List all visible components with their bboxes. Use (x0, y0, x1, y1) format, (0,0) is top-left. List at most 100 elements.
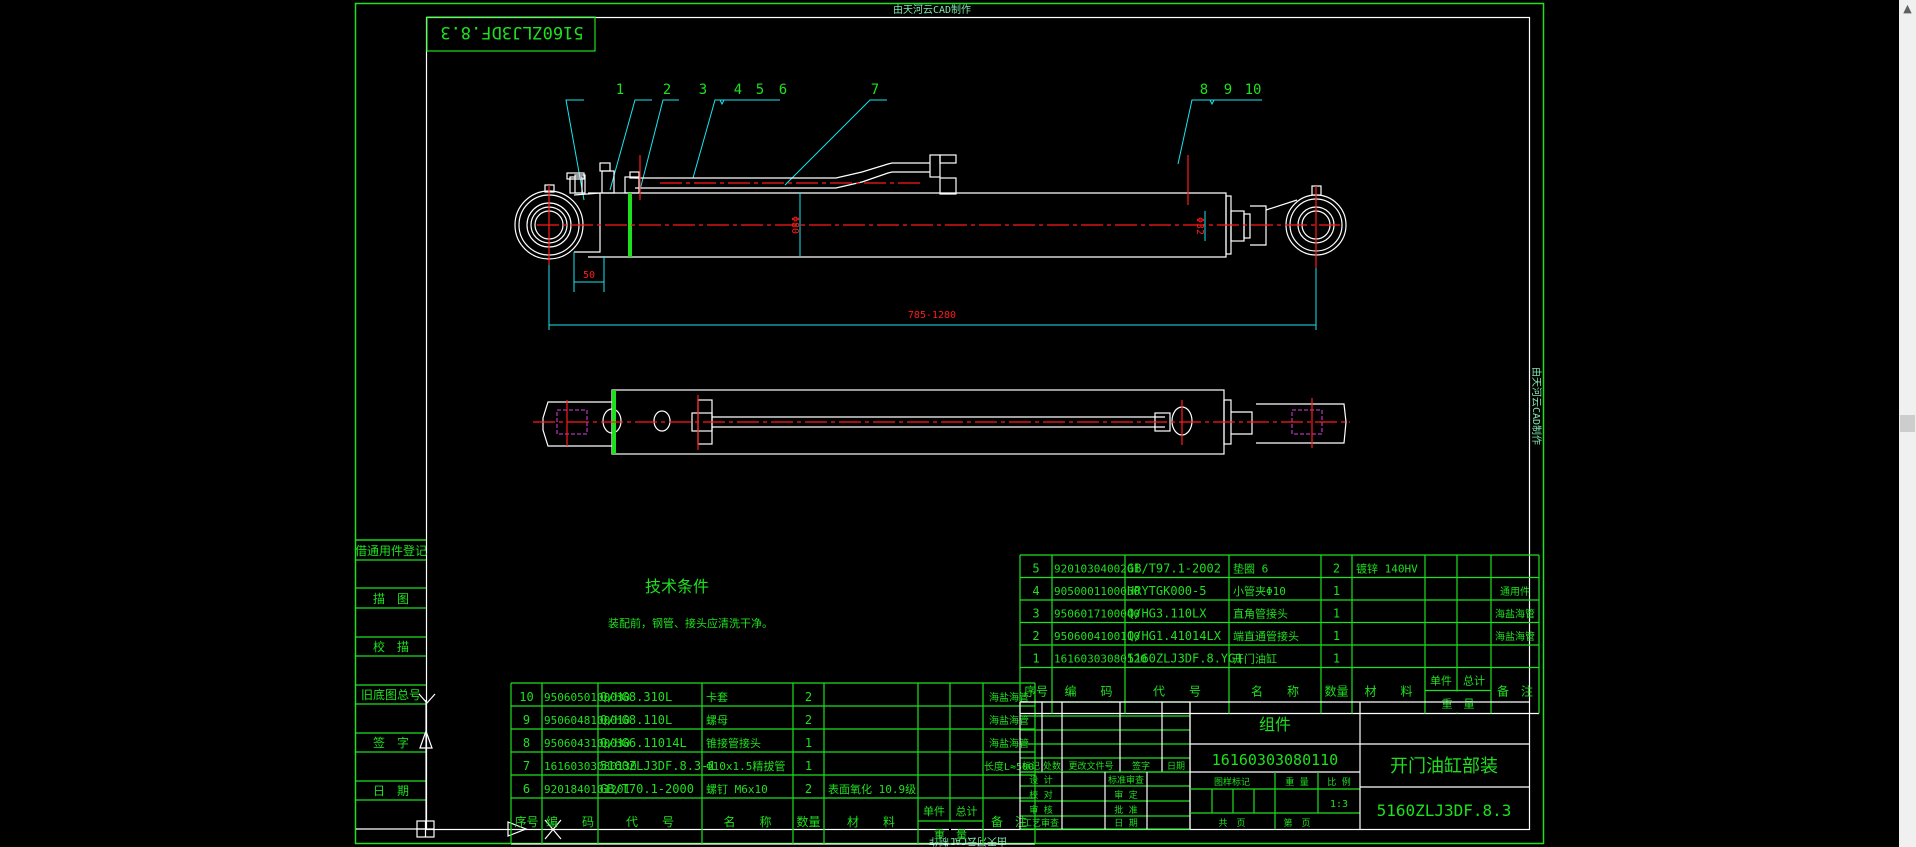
bom-code: 9506050100030 (544, 691, 630, 704)
sheets-total: 共 页 (1218, 818, 1245, 829)
bom-part-no: GB/T70.1-2000 (600, 782, 694, 796)
bom-header-total: 总计 (956, 804, 978, 818)
bom-qty: 2 (805, 713, 812, 727)
side-label-0: 借通用件登记 (355, 543, 427, 558)
bom-remark: 海盐海管 (989, 714, 1029, 727)
title-block: 标记处数更改文件号签字日期设 计标准审查校 对审 定审 核批 准工艺审查日 期组… (1019, 701, 1529, 830)
drawing-title: 开门油缸部装 (1390, 755, 1498, 777)
bom-name: 螺钉 M6x10 (706, 783, 768, 796)
bom-code: 9506017100040 (1054, 608, 1140, 621)
watermark-right: 由天河云CAD制作 (1530, 367, 1543, 445)
scale-value: 1:3 (1330, 799, 1348, 810)
bom-name: 锥接管接头 (706, 736, 761, 750)
side-label-4: 签 字 (373, 735, 409, 750)
callout-number: 3 (699, 82, 707, 98)
callout-number: 10 (1245, 82, 1262, 98)
bom-part-no: Q/HG6.11014L (600, 736, 687, 750)
bom-code: 9506004100110 (1054, 630, 1140, 643)
bom-header-part-no: 代 号 (1153, 685, 1201, 699)
top-view (533, 389, 1350, 455)
bom-material: 镀锌 140HV (1356, 562, 1418, 576)
bom-part-no: Q/HG8.310L (600, 690, 672, 704)
sign-label2-3: 日 期 (1114, 818, 1137, 829)
mirrored-number-box (426, 16, 596, 52)
assembly-code: 16160303080110 (1212, 751, 1338, 769)
bom-qty: 1 (1333, 652, 1340, 666)
bom-name: 开门油缸 (1233, 652, 1277, 666)
bom-name: 直角管接头 (1233, 607, 1288, 621)
tech-requirements-text: 装配前，钢管、接头应清洗干净。 (608, 616, 773, 630)
bom-header-name: 名 称 (723, 814, 771, 829)
sign-label2-0: 标准审查 (1108, 774, 1144, 786)
bom-code: 9201840101201 (544, 783, 630, 796)
dim-bore: Φ80 (789, 216, 800, 234)
bom-header-weight: 重 量 (1442, 697, 1475, 711)
bom-name: 端直通管接头 (1233, 629, 1299, 643)
tech-requirements-title: 技术条件 (645, 577, 709, 596)
sign-label-1: 校 对 (1029, 789, 1052, 801)
bom-code: 9506043100030 (544, 737, 630, 750)
callout-number: 5 (756, 82, 764, 98)
bom-qty: 1 (1333, 607, 1340, 621)
scale-label: 比 例 (1327, 776, 1350, 788)
bom-code: 9201030400201 (1054, 563, 1140, 576)
scroll-thumb[interactable] (1900, 415, 1915, 432)
bom-part-no: Q/HG8.110L (600, 713, 672, 727)
bom-part-no: Q/HG1.41014LX (1127, 629, 1222, 643)
bom-qty: 1 (1333, 629, 1340, 643)
assembly-type: 组件 (1259, 715, 1291, 734)
side-label-5: 日 期 (373, 784, 409, 798)
side-label-2: 校 描 (373, 639, 409, 654)
watermark-top: 由天河云CAD制作 (893, 3, 971, 16)
bom-seq: 9 (523, 713, 530, 727)
bom-header-part-no: 代 号 (626, 815, 674, 829)
callout-number: 4 (734, 82, 742, 98)
bom-seq: 1 (1032, 652, 1039, 666)
bom-qty: 2 (805, 782, 812, 796)
bom-code: 9050001100050 (1054, 585, 1140, 598)
sign-label2-1: 审 定 (1114, 789, 1137, 801)
bom-code: 9506048100010 (544, 714, 630, 727)
bom-seq: 8 (523, 736, 530, 750)
mirrored-drawing-number: 5160ZLJ3DF.8.3 (440, 22, 583, 42)
weight-label: 重 量 (1285, 776, 1308, 788)
rev-header-1: 处数 (1043, 760, 1061, 772)
bom-remark: 海盐海管 (989, 737, 1029, 750)
sign-label-3: 工艺审查 (1023, 817, 1059, 829)
bom-header-code: 编 码 (1064, 684, 1112, 699)
bom-header-weight: 重 量 (934, 827, 967, 841)
bom-name: Φ10x1.5精拔管 (706, 759, 785, 773)
bom-remark: 通用件 (1500, 586, 1530, 598)
vertical-scrollbar[interactable]: ▲ (1899, 0, 1916, 847)
callout-number: 7 (871, 82, 879, 98)
bom-remark: 长度L≈500 (984, 760, 1034, 773)
bom-name: 卡套 (706, 691, 728, 704)
bom-seq: 7 (523, 759, 530, 773)
bom-seq: 10 (519, 690, 533, 704)
side-label-1: 描 图 (373, 592, 409, 606)
dim-rod: Φ32 (1194, 217, 1205, 235)
drawing-number: 5160ZLJ3DF.8.3 (1377, 801, 1512, 820)
bom-qty: 1 (805, 759, 812, 773)
bom-code: 16160303080120 (1054, 653, 1147, 666)
bom-qty: 2 (805, 690, 812, 704)
bom-part-no: HRYTGK000-5 (1127, 584, 1206, 598)
bom-seq: 5 (1032, 562, 1039, 576)
stage-label: 图样标记 (1214, 776, 1250, 788)
bom-name: 小管夹Φ10 (1233, 584, 1286, 598)
bom-name: 垫圈 6 (1233, 562, 1268, 576)
scroll-up-icon[interactable]: ▲ (1903, 2, 1912, 15)
rev-header-0: 标记 (1022, 760, 1040, 772)
bom-part-no: Q/HG3.110LX (1127, 607, 1207, 621)
bom-qty: 2 (1333, 562, 1340, 576)
bom-part-no: GB/T97.1-2002 (1127, 562, 1221, 576)
bom-name: 螺母 (706, 714, 728, 727)
